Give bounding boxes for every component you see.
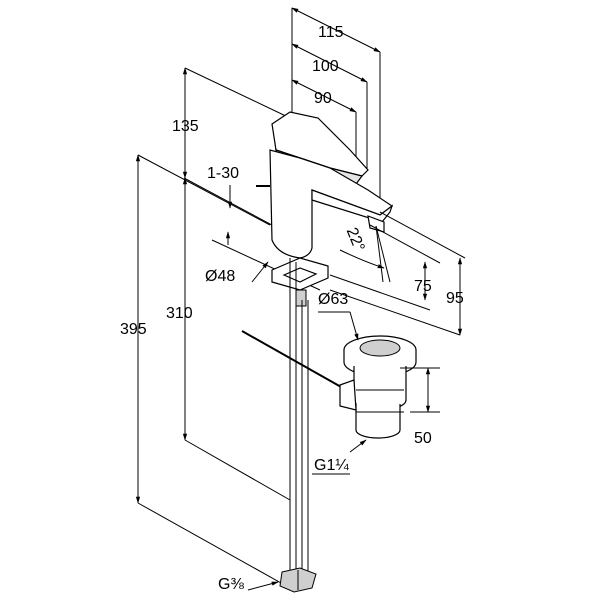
mounting-flange: Ø48: [205, 257, 329, 307]
dim-label-22: 22°: [343, 225, 368, 254]
drain-assembly: [339, 335, 417, 439]
dim-label-135: 135: [172, 118, 199, 135]
dim-label-g114: G1¼: [314, 457, 349, 474]
supply-hoses: [279, 258, 317, 593]
dimension-95: 95: [329, 211, 466, 336]
dim-label-310: 310: [166, 305, 193, 322]
dim-label-g38: G⅜: [218, 576, 244, 593]
dim-label-90: 90: [314, 90, 332, 107]
dimension-75: 75: [329, 224, 441, 311]
dimension-63: Ø63: [318, 291, 359, 341]
dim-label-95: 95: [446, 290, 464, 307]
dimension-90: 90: [291, 79, 357, 160]
dimension-395: 395: [120, 154, 291, 589]
dimension-50: 50: [400, 367, 440, 447]
dimension-310: 310: [166, 177, 291, 501]
dim-label-63: Ø63: [318, 291, 348, 308]
dim-label-75: 75: [414, 278, 432, 295]
dimension-135: 135: [172, 67, 291, 179]
dim-label-50: 50: [414, 430, 432, 447]
dim-label-100: 100: [312, 58, 339, 75]
thread-label-g38: G⅜: [218, 576, 279, 593]
angle-22: 22°: [339, 225, 391, 283]
thread-label-g114: G1¼: [312, 439, 367, 475]
dim-label-115: 115: [318, 24, 344, 41]
dimension-100: 100: [291, 43, 368, 170]
pop-up-rod: [241, 330, 351, 393]
faucet-body: [256, 111, 394, 259]
dim-label-1-30: 1-30: [207, 165, 239, 182]
dim-label-48: Ø48: [205, 268, 235, 285]
dim-label-395: 395: [120, 321, 147, 338]
